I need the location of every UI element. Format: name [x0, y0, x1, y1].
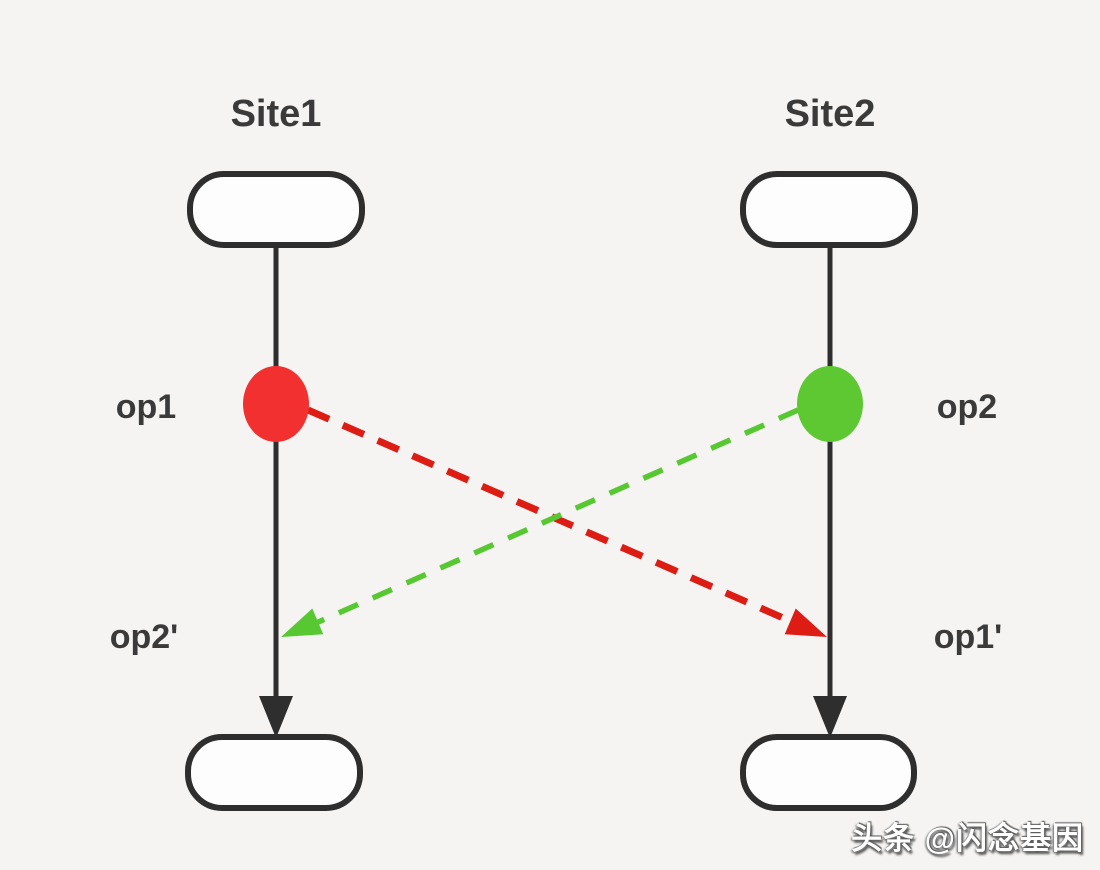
op2-dot: [797, 366, 863, 442]
site1-title: Site1: [231, 93, 322, 135]
op2-propagation-line: [314, 407, 800, 626]
site1-end-node: [185, 734, 363, 811]
site2-timeline-arrowhead: [813, 696, 847, 738]
op2-propagation-arrowhead: [281, 608, 324, 637]
site2-start-node: [740, 171, 918, 248]
site2-end-node: [740, 734, 917, 811]
op1-prime-label: op1': [934, 618, 1003, 656]
op1-propagation-arrowhead: [784, 608, 827, 637]
site2-title: Site2: [785, 93, 876, 135]
op2-prime-label: op2': [110, 618, 179, 656]
op2-label: op2: [937, 388, 997, 426]
site1-start-node: [187, 171, 365, 248]
watermark-text: 头条 @闪念基因: [851, 821, 1084, 856]
op1-dot: [243, 366, 309, 442]
site1-timeline-arrowhead: [259, 696, 293, 738]
op1-label: op1: [116, 388, 176, 426]
